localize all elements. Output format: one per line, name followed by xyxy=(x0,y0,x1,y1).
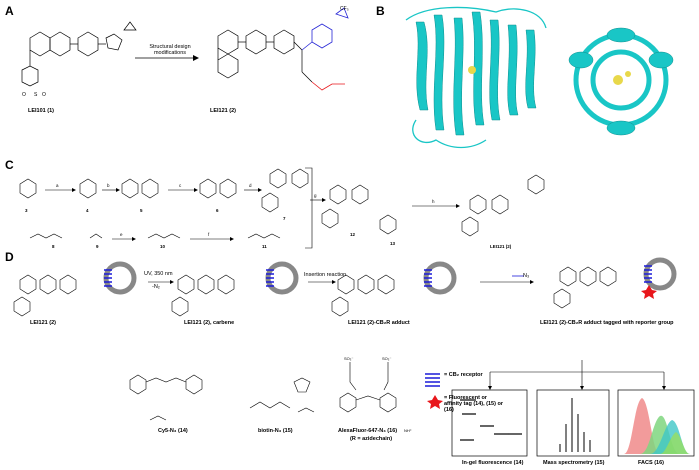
svg-text:7: 7 xyxy=(283,216,286,221)
svg-text:9: 9 xyxy=(96,244,99,249)
arrow-label-design: Structural design modifications xyxy=(149,44,191,56)
step-c-label: c xyxy=(179,183,182,188)
svg-text:LEI121 (2): LEI121 (2) xyxy=(490,244,512,249)
readout-ms-label: Mass spectrometry (15) xyxy=(543,460,605,466)
receptor-membrane-icons xyxy=(103,257,677,299)
svg-text:11: 11 xyxy=(262,244,267,249)
step-f-label: f xyxy=(208,232,210,237)
d-label-lei121: LEI121 (2) xyxy=(30,320,56,326)
compound-lei121: LEI121 (2) xyxy=(210,108,236,114)
svg-text:O: O xyxy=(42,92,46,98)
panel-label-a: A xyxy=(5,4,14,18)
svg-text:5: 5 xyxy=(140,208,143,213)
legend-receptor-icon xyxy=(425,373,440,387)
legend-tag-icon xyxy=(427,395,443,409)
d-arrow2-label: Insertion reaction xyxy=(304,272,347,278)
step-a-label: a xyxy=(56,183,59,188)
svg-text:6: 6 xyxy=(216,208,219,213)
readout-ingel-label: In-gel fluorescence (14) xyxy=(462,460,524,466)
svg-text:NH⁺: NH⁺ xyxy=(404,428,412,433)
step-h-label: h xyxy=(432,199,435,204)
svg-text:S: S xyxy=(34,92,38,98)
panel-label-d: D xyxy=(5,250,14,264)
d-label-carbene: LEI121 (2), carbene xyxy=(184,320,235,326)
readout-facs-label: FACS (16) xyxy=(638,460,664,466)
mass-spec-box xyxy=(536,389,610,457)
svg-text:SO₃⁻: SO₃⁻ xyxy=(344,356,354,361)
svg-text:12: 12 xyxy=(350,232,356,237)
svg-text:SO₃⁻: SO₃⁻ xyxy=(382,356,392,361)
svg-text:10: 10 xyxy=(160,244,166,249)
d-arrow1-top: UV, 350 nm xyxy=(144,271,173,277)
step-e-label: e xyxy=(120,232,123,237)
d-azide-label: N₃ xyxy=(523,273,530,279)
svg-text:3: 3 xyxy=(25,208,28,213)
step-g-label: g xyxy=(314,193,317,198)
svg-text:4: 4 xyxy=(86,208,89,213)
in-gel-box xyxy=(451,389,528,457)
panel-b-protein-structures xyxy=(405,6,674,149)
panel-c-synthesis: a b c d e f g h 3 4 5 6 7 8 9 10 11 12 1… xyxy=(19,167,545,249)
step-b-label: b xyxy=(107,183,110,188)
compound-lei101: LEI101 (1) xyxy=(28,108,54,114)
d-label-tagged: LEI121 (2)-CB₂R adduct tagged with repor… xyxy=(540,320,674,326)
panel-d-labeling: SO₃⁻ SO₃⁻ NH⁺ xyxy=(13,257,695,457)
reagent-alexa-note: (R = azidechain) xyxy=(350,436,393,442)
legend-receptor-label: = CB₂ receptor xyxy=(444,372,483,378)
panel-label-c: C xyxy=(5,158,14,172)
step-d-label: d xyxy=(249,183,252,188)
reagent-cy5-label: Cy5-N₃ (14) xyxy=(158,428,188,434)
svg-text:8: 8 xyxy=(52,244,55,249)
svg-text:O: O xyxy=(22,92,26,98)
svg-text:13: 13 xyxy=(390,241,396,246)
d-label-adduct: LEI121 (2)-CB₂R adduct xyxy=(348,320,410,326)
reagent-biotin-label: biotin-N₃ (15) xyxy=(258,428,293,434)
legend-tag-label: = Fluorescent or affinity tag (14), (15)… xyxy=(444,395,503,413)
svg-text:CF₃: CF₃ xyxy=(340,6,349,12)
d-arrow1-bottom: -N₂ xyxy=(152,284,160,290)
panel-label-b: B xyxy=(376,4,385,18)
reagent-alexa-label: AlexaFluor-647-N₃ (16) xyxy=(338,428,398,434)
